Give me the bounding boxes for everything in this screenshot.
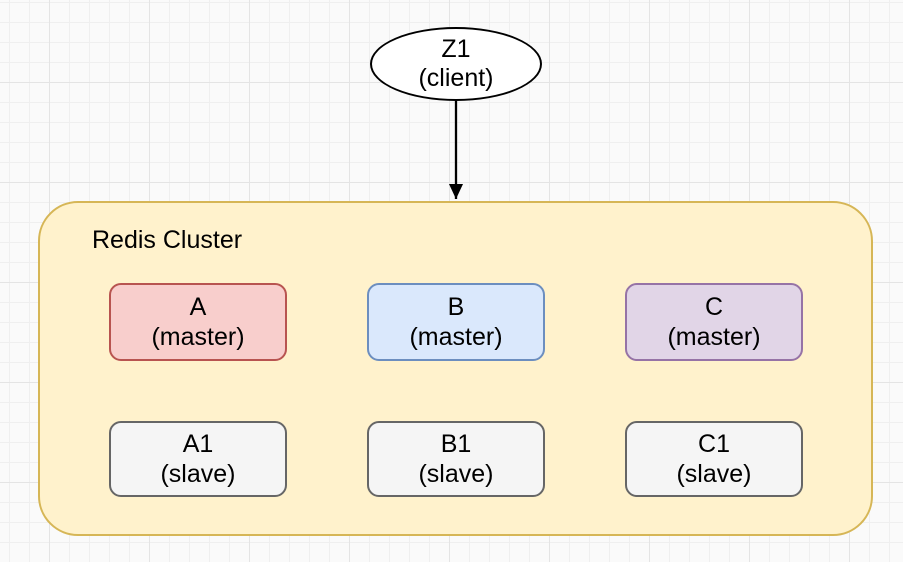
slave-c1-role: (slave) — [676, 460, 752, 488]
master-a-name: A — [189, 293, 207, 321]
client-node-role: (client) — [418, 64, 494, 92]
slave-b1-name: B1 — [440, 430, 472, 458]
slave-b1-role: (slave) — [418, 460, 494, 488]
node-slave-b1[interactable]: B1 (slave) — [367, 421, 545, 497]
master-c-name: C — [704, 293, 724, 321]
client-node-name: Z1 — [441, 35, 471, 63]
master-c-role: (master) — [667, 323, 761, 351]
node-client-z1[interactable]: Z1 (client) — [370, 27, 542, 101]
node-slave-a1[interactable]: A1 (slave) — [109, 421, 287, 497]
master-b-name: B — [447, 293, 465, 321]
master-b-role: (master) — [409, 323, 503, 351]
node-master-c[interactable]: C (master) — [625, 283, 803, 361]
node-master-a[interactable]: A (master) — [109, 283, 287, 361]
slave-a1-role: (slave) — [160, 460, 236, 488]
node-master-b[interactable]: B (master) — [367, 283, 545, 361]
cluster-label: Redis Cluster — [92, 226, 243, 254]
node-slave-c1[interactable]: C1 (slave) — [625, 421, 803, 497]
slave-c1-name: C1 — [698, 430, 730, 458]
master-a-role: (master) — [151, 323, 245, 351]
slave-a1-name: A1 — [182, 430, 214, 458]
